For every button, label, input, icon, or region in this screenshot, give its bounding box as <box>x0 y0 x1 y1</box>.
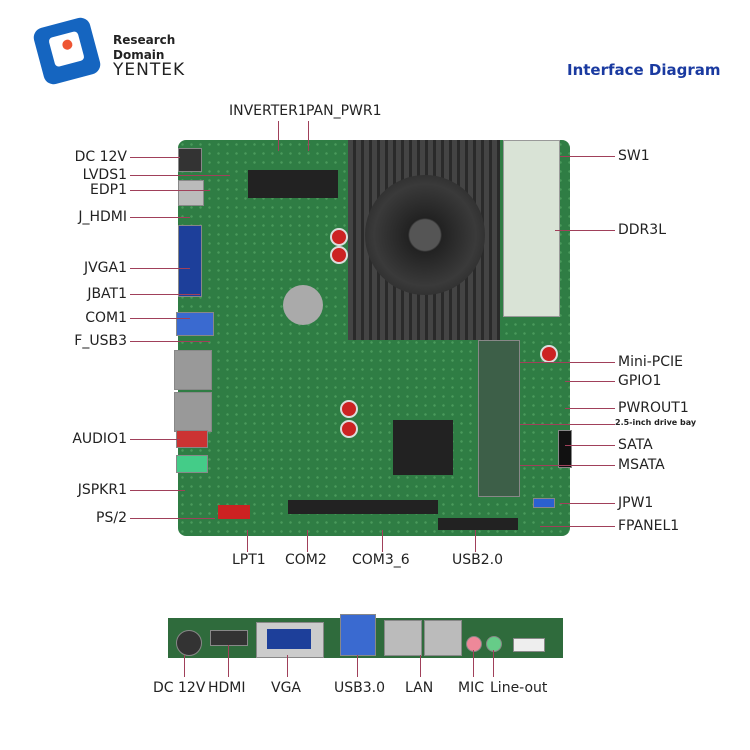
page-title: Interface Diagram <box>567 61 721 79</box>
ddr3l-slot <box>503 140 560 317</box>
label-usb2: USB2.0 <box>452 552 504 568</box>
label-msata: MSATA <box>618 457 665 473</box>
label-inverter1: INVERTER1 <box>229 103 307 119</box>
io-label-lan: LAN <box>405 680 434 696</box>
label-edp1: EDP1 <box>90 182 127 198</box>
label-pwrout1: PWROUT1 <box>618 400 689 416</box>
label-com3-6: COM3_6 <box>352 552 410 568</box>
label-f-usb3: F_USB3 <box>74 333 127 349</box>
io-label-hdmi: HDMI <box>208 680 246 696</box>
logo-brand: YENTEK <box>113 60 186 80</box>
label-jspkr1: JSPKR1 <box>77 482 127 498</box>
cpu-fan <box>365 175 485 295</box>
label-fpanel1: FPANEL1 <box>618 518 680 534</box>
label-gpio1: GPIO1 <box>618 373 662 389</box>
io-panel <box>168 614 563 658</box>
label-j-hdmi: J_HDMI <box>78 209 127 225</box>
io-label-dc12v: DC 12V <box>153 680 206 696</box>
logo-icon <box>31 15 103 87</box>
logo-text: Research Domain YENTEK <box>113 33 186 80</box>
label-com1: COM1 <box>85 310 127 326</box>
label-com2: COM2 <box>285 552 327 568</box>
label-sw1: SW1 <box>618 148 650 164</box>
label-pan-pwr1: PAN_PWR1 <box>306 103 382 119</box>
io-label-mic: MIC <box>458 680 484 696</box>
label-audio1: AUDIO1 <box>72 431 127 447</box>
label-mini-pcie: Mini-PCIE <box>618 354 683 370</box>
logo-line2: Domain <box>113 48 165 62</box>
label-ps2: PS/2 <box>96 510 127 526</box>
label-sata: SATA <box>618 437 653 453</box>
label-jpw1: JPW1 <box>618 495 654 511</box>
label-jvga1: JVGA1 <box>83 260 127 276</box>
label-lvds1: LVDS1 <box>82 167 127 183</box>
label-drive-bay: 2.5-inch drive bay <box>615 418 697 427</box>
label-jbat1: JBAT1 <box>87 286 127 302</box>
io-label-vga: VGA <box>271 680 302 696</box>
label-dc12v: DC 12V <box>74 149 127 165</box>
label-lpt1: LPT1 <box>232 552 266 568</box>
io-label-usb3: USB3.0 <box>334 680 386 696</box>
logo-line1: Research <box>113 33 176 47</box>
io-label-line-out: Line-out <box>490 680 548 696</box>
label-ddr3l: DDR3L <box>618 222 666 238</box>
